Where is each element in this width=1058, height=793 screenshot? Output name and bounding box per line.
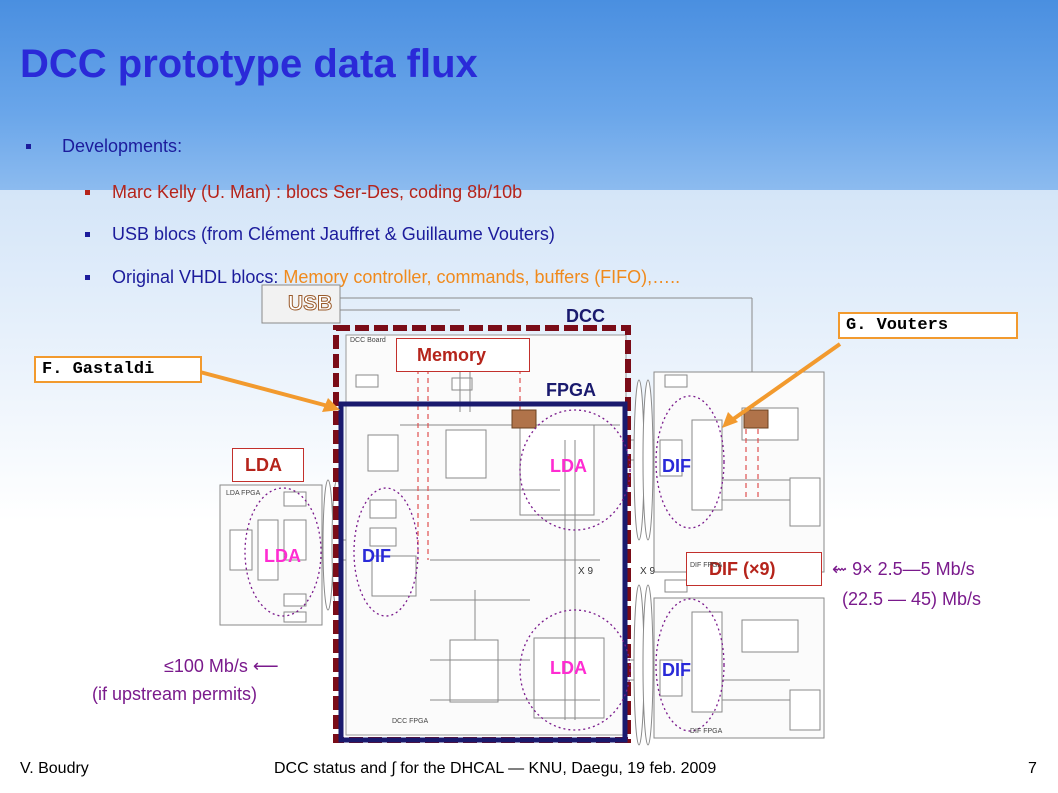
rate-right-line1: ⇜ 9× 2.5—5 Mb/s — [832, 559, 975, 579]
lda-inner-bottom: LDA — [550, 658, 587, 678]
footer-talk: DCC status and ∫ for the DHCAL — KNU, Da… — [274, 760, 717, 777]
bullet-marc-text: Marc Kelly (U. Man) : blocs Ser-Des, cod… — [112, 182, 523, 202]
bullet-marc: Marc Kelly (U. Man) : blocs Ser-Des, cod… — [85, 182, 523, 203]
bullet-square-icon — [85, 232, 90, 237]
memory-label: Memory — [417, 345, 487, 365]
x9-label-b: X 9 — [640, 566, 656, 577]
pointer-arrows — [199, 342, 842, 428]
author-left-box: F. Gastaldi — [34, 356, 202, 383]
chip-icon — [743, 409, 769, 429]
bullet-developments: Developments: — [26, 136, 183, 157]
dif-mid: DIF — [362, 546, 391, 566]
bullet-vhdl-prefix: Original VHDL blocs: — [112, 267, 284, 287]
x9-label-a: X 9 — [578, 566, 594, 577]
footer-page-number: 7 — [1028, 760, 1037, 777]
bullet-square-icon — [85, 190, 90, 195]
bullet-usb-text: USB blocs (from Clément Jauffret & Guill… — [112, 224, 555, 244]
developments-colon: : — [177, 136, 183, 156]
fpga-frame — [338, 401, 628, 743]
slide-title: DCC prototype data flux — [20, 42, 478, 86]
lda-box: LDA — [232, 448, 304, 482]
rate-right-line2: (22.5 — 45) Mb/s — [842, 589, 982, 609]
dcc-label: DCC — [566, 306, 605, 326]
bullet-square-icon — [85, 275, 90, 280]
dif-bottom: DIF — [662, 660, 691, 680]
lda-fpga-caption: LDA FPGA — [226, 490, 261, 497]
chip-icon — [511, 409, 537, 429]
bullet-vhdl: Original VHDL blocs: Memory controller, … — [85, 267, 681, 288]
memory-box: Memory — [396, 338, 530, 372]
header-band — [0, 0, 1058, 190]
dif-x9-label: DIF (×9) — [709, 559, 776, 579]
dif-fpga-caption-top: DIF FPGA — [690, 562, 723, 569]
fpga-label: FPGA — [546, 380, 597, 400]
bullet-square-icon — [26, 144, 31, 149]
author-right-box: G. Vouters — [838, 312, 1018, 339]
lda-inner-top: LDA — [550, 456, 587, 476]
highlight-ellipses — [244, 395, 725, 732]
developments-label: Developments — [62, 136, 178, 156]
dcc-fpga-caption: DCC FPGA — [392, 718, 429, 725]
footer-author: V. Boudry — [20, 760, 89, 777]
dcc-board-caption: DCC Board — [350, 337, 386, 344]
signal-dashed-lines — [417, 360, 759, 560]
lda-left: LDA — [264, 546, 301, 566]
rate-left-line1: ≤100 Mb/s ⟵ — [164, 656, 279, 676]
usb-label: USB — [287, 292, 333, 316]
dif-top: DIF — [662, 456, 691, 476]
rate-left-line2: (if upstream permits) — [92, 684, 258, 704]
bullet-usb: USB blocs (from Clément Jauffret & Guill… — [85, 224, 555, 245]
dif-x9-box: DIF (×9) — [686, 552, 822, 586]
lda-box-label: LDA — [245, 455, 282, 475]
dif-fpga-caption-bottom: DIF FPGA — [690, 728, 723, 735]
bullet-vhdl-items: Memory controller, commands, buffers (FI… — [283, 267, 681, 287]
